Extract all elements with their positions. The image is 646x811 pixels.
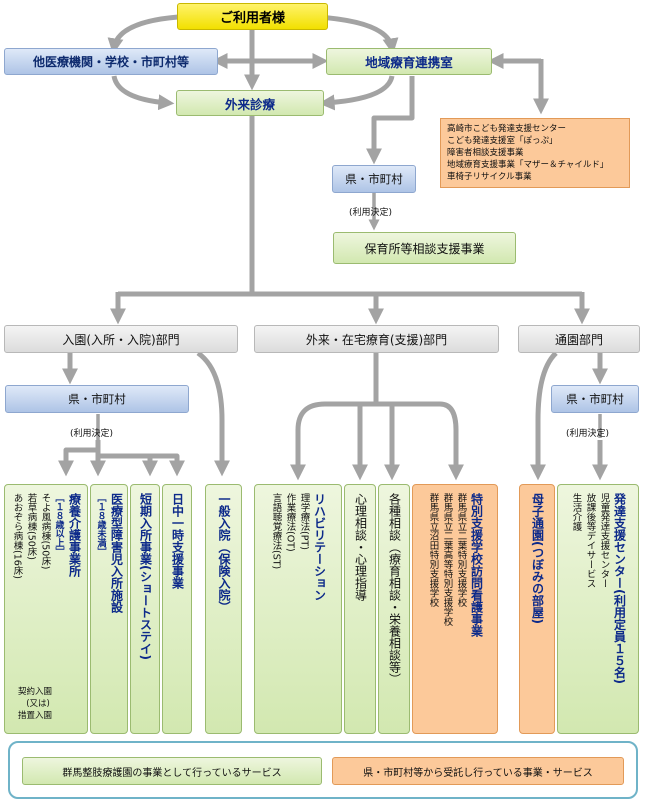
col-hattatsu-line: 生活介護: [570, 493, 582, 531]
col-ippan-title: 一般入院（保険入院）: [217, 493, 231, 613]
legend-orange: 県・市町村等から受託し行っている事業・サービス: [332, 757, 624, 785]
service-item: 車椅子リサイクル事業: [447, 172, 532, 182]
col-tokubetsu-line: 群馬県立二葉高等特別支援学校: [441, 493, 453, 626]
section-inpatient: 入園(入所・入院)部門: [4, 325, 238, 353]
col-hattatsu-line: 児童発達支援センター: [598, 493, 610, 588]
col-iryo-title: 医療型障害児入所施設: [109, 493, 124, 613]
col-rehab-line: 作業療法(OT): [284, 493, 296, 552]
contract-admission: 契約入園: [18, 687, 53, 697]
col-ryoyo: 療養介護事業所 ［１８歳以上］ そよ風病棟(50床) 若草病棟(50床) あおぞ…: [4, 484, 88, 734]
section-outpatient-home: 外来・在宅療育(支援)部門: [254, 325, 499, 353]
legend-green: 群馬整肢療護園の事業として行っているサービス: [22, 757, 322, 785]
col-tanki-title: 短期入所事業(ショートステイ): [138, 493, 153, 660]
other-institutions-label: 他医療機関・学校・市町村等: [32, 55, 189, 69]
col-hattatsu-line: 放課後等デイサービス: [584, 493, 596, 588]
col-tanki: 短期入所事業(ショートステイ): [130, 484, 160, 734]
col-hattatsu-title: 発達支援センター(利用定員１５名): [612, 493, 627, 684]
col-rehab-line: 言語聴覚療法(ST): [270, 493, 282, 570]
prefecture-city-label: 県・市町村: [345, 172, 403, 186]
usage-decision-right-label: (利用決定): [566, 429, 610, 439]
col-ryoyo-title: 療養介護事業所: [67, 493, 82, 577]
col-iryo-tag: ［１８歳未満］: [95, 493, 106, 556]
service-item: こども発達支援室「ぽっぷ」: [447, 136, 558, 146]
col-ryoyo-line: そよ風病棟(50床): [39, 493, 51, 570]
col-kakushu-title: 各種相談（療育相談・栄養相談等）: [387, 493, 402, 685]
section-day-label: 通園部門: [554, 332, 603, 347]
regional-services-list: 高崎市こども発達支援センター こども発達支援室「ぽっぷ」 障害者相談支援事業 地…: [440, 118, 630, 188]
section-inpatient-label: 入園(入所・入院)部門: [62, 332, 180, 347]
service-item: 高崎市こども発達支援センター: [447, 124, 567, 134]
regional-office-box: 地域療育連携室: [326, 48, 492, 75]
service-item: 地域療育支援事業「マザー＆チャイルド」: [447, 160, 609, 170]
outpatient-box: 外来診療: [176, 90, 324, 116]
nursery-consult-box: 保育所等相談支援事業: [333, 232, 516, 264]
regional-office-label: 地域療育連携室: [365, 55, 453, 70]
outpatient-label: 外来診療: [224, 96, 275, 112]
col-tokubetsu-line: 群馬県立沼田特別支援学校: [427, 493, 439, 607]
legend-orange-label: 県・市町村等から受託し行っている事業・サービス: [363, 767, 593, 779]
col-ryoyo-notes: 契約入園 (又は) 措置入園: [18, 686, 52, 722]
col-nichu: 日中一時支援事業: [162, 484, 192, 734]
or-label: (又は): [26, 699, 50, 709]
measure-admission: 措置入園: [18, 711, 53, 721]
col-rehab-title: リハビリテーション: [312, 493, 327, 601]
section-day: 通園部門: [518, 325, 640, 353]
col-kakushu: 各種相談（療育相談・栄養相談等）: [378, 484, 410, 734]
users-box: ご利用者様: [177, 3, 328, 30]
col-tokubetsu-title: 特別支援学校訪問看護事業: [469, 493, 484, 637]
col-ryoyo-tag: ［１８歳以上］: [53, 493, 64, 556]
users-label: ご利用者様: [219, 11, 285, 26]
prefecture-city-left-label: 県・市町村: [68, 392, 126, 406]
col-ryoyo-line: 若草病棟(50床): [25, 493, 37, 561]
usage-decision-label: (利用決定): [349, 208, 393, 218]
prefecture-city-box-right: 県・市町村: [551, 385, 639, 413]
col-boshi-title: 母子通園(つぼみの部屋): [530, 493, 545, 624]
col-hattatsu: 発達支援センター(利用定員１５名) 児童発達支援センター 放課後等デイサービス …: [557, 484, 639, 734]
col-rehab: リハビリテーション 理学療法(PT) 作業療法(OT) 言語聴覚療法(ST): [254, 484, 342, 734]
col-tokubetsu: 特別支援学校訪問看護事業 群馬県立二葉特別支援学校 群馬県立二葉高等特別支援学校…: [412, 484, 498, 734]
prefecture-city-box-left: 県・市町村: [5, 385, 189, 413]
usage-decision-left-label: (利用決定): [70, 429, 114, 439]
service-item: 障害者相談支援事業: [447, 148, 524, 158]
prefecture-city-right-label: 県・市町村: [566, 392, 624, 406]
col-nichu-title: 日中一時支援事業: [170, 493, 185, 589]
col-rehab-line: 理学療法(PT): [298, 493, 310, 550]
prefecture-city-box: 県・市町村: [332, 165, 416, 193]
col-shinri: 心理相談・心理指導: [344, 484, 376, 734]
col-ryoyo-line: あおぞら病棟(16床): [11, 493, 23, 580]
other-institutions-box: 他医療機関・学校・市町村等: [4, 48, 218, 75]
legend-green-label: 群馬整肢療護園の事業として行っているサービス: [62, 767, 282, 779]
col-shinri-title: 心理相談・心理指導: [353, 493, 368, 601]
section-outpatient-home-label: 外来・在宅療育(支援)部門: [305, 332, 448, 347]
nursery-consult-label: 保育所等相談支援事業: [364, 241, 485, 256]
col-tokubetsu-line: 群馬県立二葉特別支援学校: [455, 493, 467, 607]
col-ippan: 一般入院（保険入院）: [205, 484, 242, 734]
col-iryo: 医療型障害児入所施設 ［１８歳未満］: [90, 484, 128, 734]
legend: 群馬整肢療護園の事業として行っているサービス 県・市町村等から受託し行っている事…: [8, 741, 638, 799]
col-boshi: 母子通園(つぼみの部屋): [519, 484, 555, 734]
